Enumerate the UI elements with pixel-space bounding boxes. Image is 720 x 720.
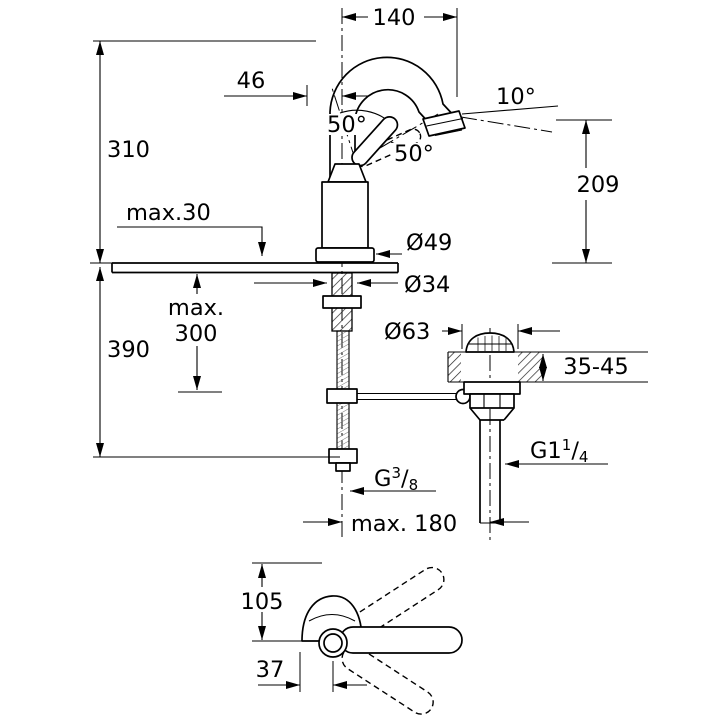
dim-37-label: 37 xyxy=(256,657,285,683)
drain-stopper xyxy=(465,332,515,353)
faucet-body xyxy=(321,181,369,249)
ext-37 xyxy=(299,652,334,692)
spout-angle-line xyxy=(461,105,559,115)
dimension-labels: 140 46 310 50° 50° 10° 209 max.30 Ø49 Ø3… xyxy=(107,5,629,683)
dim-max300-label-line1: max. xyxy=(168,295,224,321)
drain-tailpipe xyxy=(479,420,501,523)
mounting-deck xyxy=(111,262,399,274)
spout-outer-edge xyxy=(329,56,457,182)
angle-50-lower-label: 50° xyxy=(394,141,434,167)
dim-g38-label: G3/8 xyxy=(374,464,418,494)
spout-inner-edge xyxy=(354,88,432,182)
lever-dashed-position xyxy=(354,128,422,168)
label-bg xyxy=(326,114,368,135)
hose-fitting xyxy=(328,448,358,464)
handle-pivot-inner xyxy=(323,633,343,653)
dimension-lines xyxy=(96,13,608,689)
popup-rod xyxy=(357,392,457,401)
label-bg xyxy=(392,143,436,164)
angle-50-upper-label: 50° xyxy=(327,112,367,138)
angle-10-label: 10° xyxy=(496,84,536,110)
dim-3545-label: 35-45 xyxy=(563,354,628,380)
dim-46-label: 46 xyxy=(237,68,266,94)
dim-max30-label: max.30 xyxy=(126,200,211,226)
drain-taper xyxy=(469,407,515,421)
dim-105-label: 105 xyxy=(241,589,284,615)
dim-140-label: 140 xyxy=(373,5,416,31)
handle-lever-horizontal xyxy=(339,626,463,654)
hose-fitting-stub xyxy=(335,462,351,472)
cartridge-cap xyxy=(327,163,367,183)
aerator-outlet xyxy=(434,129,463,137)
dim-310-label: 310 xyxy=(107,137,150,163)
dim-dia49-label: Ø49 xyxy=(406,230,452,256)
handle-side-view xyxy=(301,566,463,715)
dim-390-label: 390 xyxy=(107,337,150,363)
dim-max180-label: max. 180 xyxy=(351,511,457,537)
dim-max30-leader xyxy=(117,226,266,256)
base-flange xyxy=(315,247,375,263)
drain-flange xyxy=(463,381,521,395)
deck-hatch-right xyxy=(518,352,543,382)
drain-nut xyxy=(469,393,515,409)
dim-max300-label-line2: 300 xyxy=(175,321,218,347)
drain-nut-facets xyxy=(483,394,501,408)
aerator xyxy=(422,110,466,137)
dim-dia34-label: Ø34 xyxy=(404,272,450,298)
handle-down-position-dashed xyxy=(341,645,434,715)
faucet-front-view xyxy=(111,56,471,472)
dim-209-label: 209 xyxy=(577,172,620,198)
drain-assembly xyxy=(447,332,648,524)
handle-dome-line xyxy=(308,613,356,622)
spout-angle-axis xyxy=(460,116,553,133)
dim-dia63-label: Ø63 xyxy=(384,319,430,345)
deck-hatch-left xyxy=(448,352,461,382)
aerator-groove xyxy=(426,117,464,127)
mounting-nut xyxy=(322,295,362,309)
dim-g114-label: G11/4 xyxy=(530,436,588,466)
rod-clamp xyxy=(326,388,358,404)
